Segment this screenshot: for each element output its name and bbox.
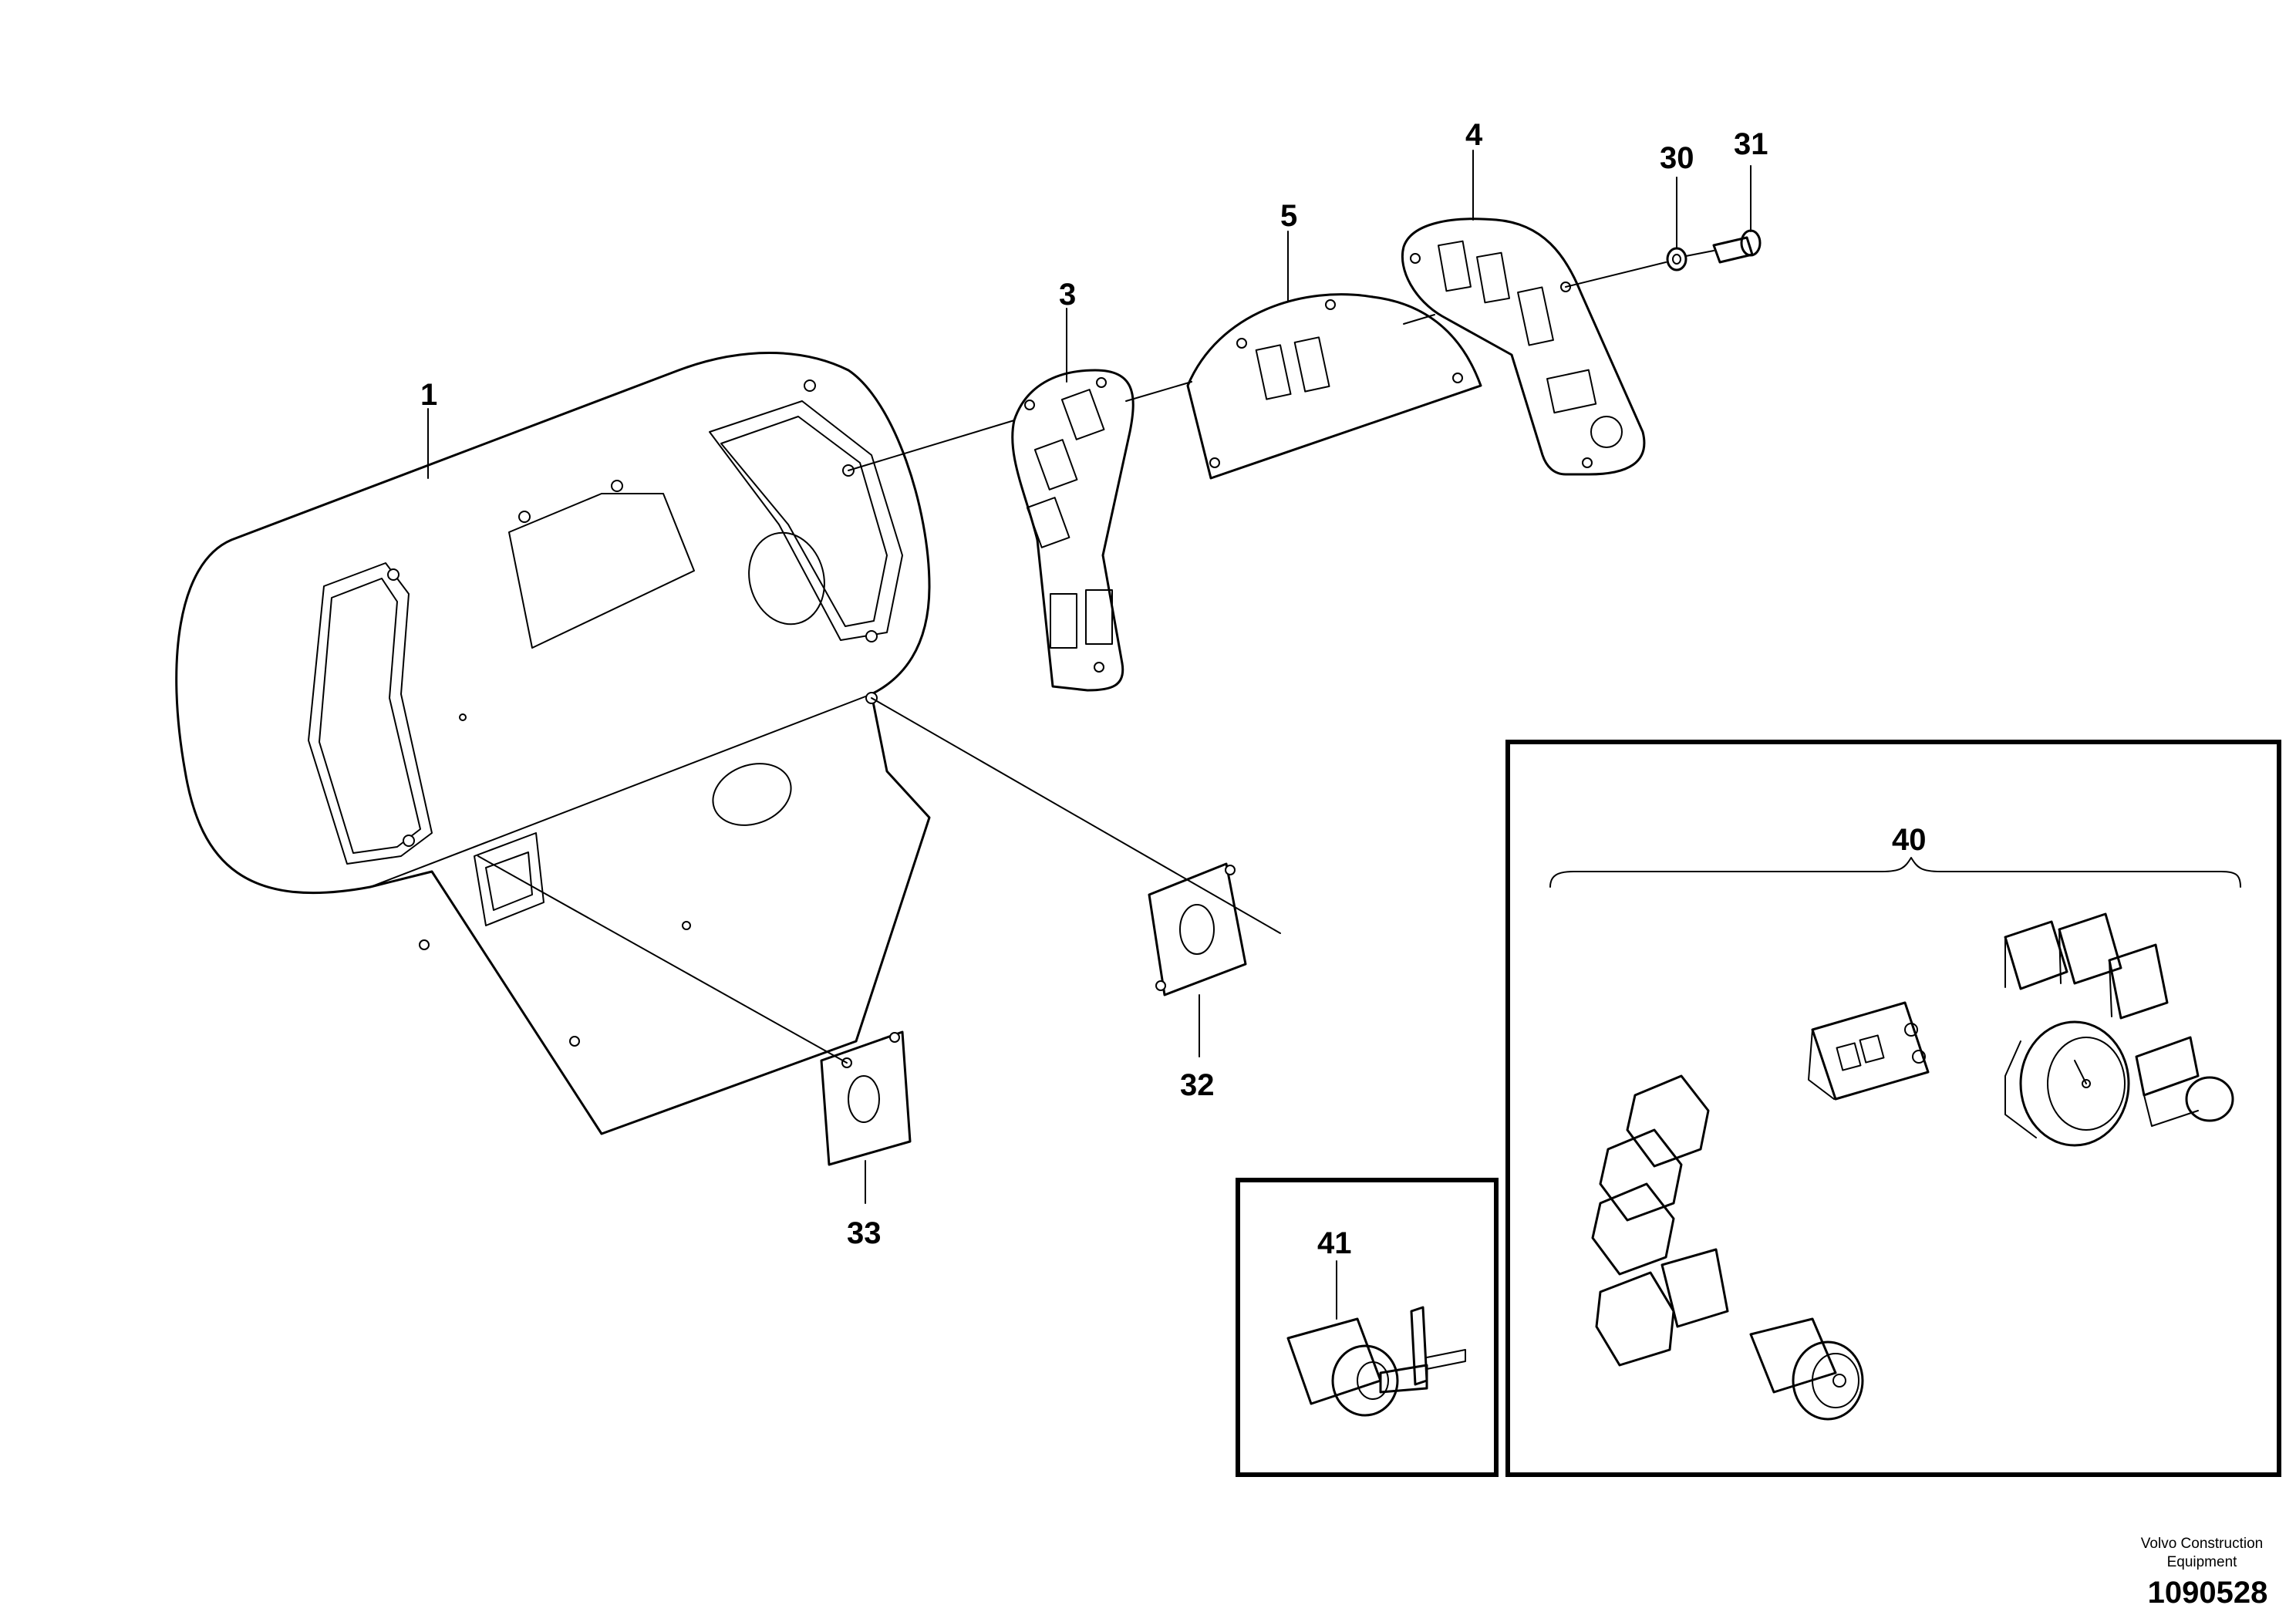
callout-31: 31 [1734, 127, 1768, 161]
brand-line-2: Equipment [2166, 1554, 2237, 1570]
small-switch [1808, 1001, 1930, 1101]
switch-panel-part-4 [1401, 218, 1646, 476]
switch-kit-box-40 [1505, 740, 2281, 1477]
rocker-switch-group [2004, 912, 2169, 1020]
callout-3: 3 [1059, 278, 1076, 312]
callout-41: 41 [1317, 1226, 1352, 1260]
callout-1: 1 [420, 378, 437, 412]
callout-32: 32 [1180, 1068, 1215, 1102]
plate-part-33 [820, 1030, 912, 1166]
dashboard-housing-part-1 [175, 352, 931, 1135]
callout-5: 5 [1280, 199, 1297, 233]
drawing-number: 1090528 [2147, 1576, 2268, 1610]
assembly-lines [427, 150, 1752, 1204]
brand-line-1: Volvo Construction [2140, 1536, 2264, 1552]
switch-panel-part-3 [1011, 369, 1135, 692]
plate-part-32 [1148, 862, 1247, 996]
callout-33: 33 [847, 1216, 882, 1250]
brand-label: Volvo Construction Equipment [2113, 1535, 2291, 1572]
washer-part-30 [1666, 247, 1687, 271]
screw-part-31 [1712, 229, 1762, 264]
callout-labels: 1 3 5 4 30 31 32 33 40 41 [420, 118, 1927, 1260]
callout-30: 30 [1660, 141, 1694, 175]
ignition-switch-box-41 [1236, 1178, 1499, 1477]
callout-40: 40 [1892, 823, 1927, 857]
gauge [2004, 1020, 2130, 1147]
callout-4: 4 [1465, 118, 1483, 152]
stacked-rocker-switches [1591, 1074, 1729, 1367]
indicator-lamp [2135, 1036, 2234, 1127]
push-button [1749, 1317, 1864, 1421]
switch-panel-part-5 [1186, 293, 1482, 480]
